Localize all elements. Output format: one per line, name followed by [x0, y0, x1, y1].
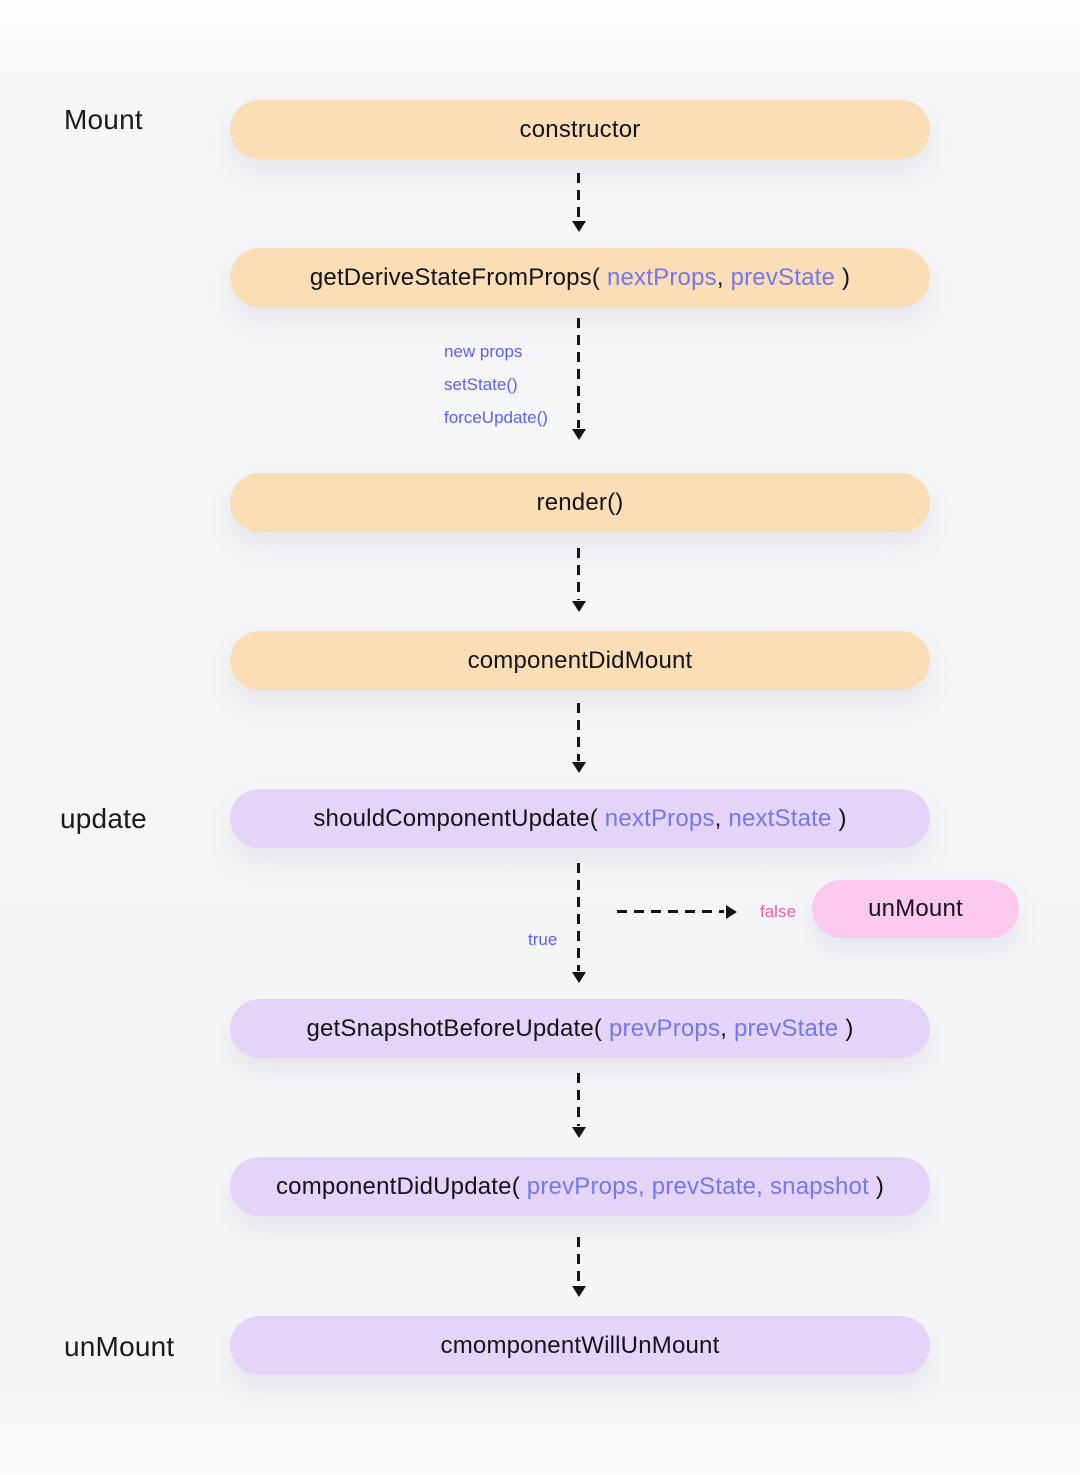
arrow-constructor-to-getderive: [572, 173, 586, 232]
arrow-false-branch-to-unmount: [617, 905, 737, 919]
annotation-set-state: setState(): [444, 375, 518, 394]
param-next-props: nextProps: [604, 804, 715, 832]
section-label-unmount: unMount: [64, 1331, 175, 1362]
pill-should-component-update: shouldComponentUpdate( nextProps, nextSt…: [230, 789, 930, 848]
annotation-false: false: [760, 902, 796, 921]
fn-name-text: shouldComponentUpdate(: [313, 804, 605, 832]
param-next-props: nextProps: [606, 263, 717, 291]
arrow-getderive-to-render: [572, 318, 586, 440]
fn-name-text: getDeriveStateFromProps(: [309, 263, 607, 291]
fn-name-text: componentDidUpdate(: [275, 1172, 527, 1200]
closing-paren: ): [868, 1172, 885, 1200]
arrow-getsnapshot-to-didupdate: [572, 1073, 586, 1138]
arrow-didmount-to-shouldupdate: [572, 703, 586, 773]
pill-render: render(): [230, 473, 930, 532]
section-label-update: update: [60, 803, 147, 834]
pill-unmount-branch: unMount: [812, 880, 1019, 938]
pill-unmount-branch-label: unMount: [868, 895, 963, 922]
pill-get-derive-state-from-props: getDeriveStateFromProps( nextProps, prev…: [230, 248, 930, 307]
pill-constructor: constructor: [230, 100, 930, 159]
param-prev-props: prevProps: [609, 1014, 721, 1042]
pill-component-will-unmount-label: cmomponentWillUnMount: [440, 1331, 720, 1359]
pill-component-did-update: componentDidUpdate( prevProps, prevState…: [230, 1157, 930, 1216]
pill-should-component-update-label: shouldComponentUpdate( nextProps, nextSt…: [313, 805, 846, 833]
fn-name-text: getSnapshotBeforeUpdate(: [306, 1014, 609, 1042]
annotation-true: true: [528, 930, 558, 949]
closing-paren: ): [838, 1014, 854, 1042]
param-prev-state: prevState: [733, 1014, 839, 1042]
pill-get-snapshot-before-update-label: getSnapshotBeforeUpdate( prevProps, prev…: [306, 1015, 853, 1043]
pill-component-will-unmount: cmomponentWillUnMount: [230, 1316, 930, 1375]
param-list: prevProps, prevState, snapshot: [526, 1172, 869, 1200]
pill-get-snapshot-before-update: getSnapshotBeforeUpdate( prevProps, prev…: [230, 999, 930, 1058]
param-separator: ,: [720, 1014, 734, 1042]
pill-component-did-update-label: componentDidUpdate( prevProps, prevState…: [276, 1173, 884, 1201]
section-label-mount: Mount: [64, 104, 143, 135]
arrow-render-to-didmount: [572, 548, 586, 612]
pill-get-derive-state-from-props-label: getDeriveStateFromProps( nextProps, prev…: [310, 264, 850, 292]
param-prev-state: prevState: [730, 263, 836, 291]
arrow-shouldupdate-to-getsnapshot: [572, 863, 586, 983]
closing-paren: ): [835, 263, 851, 291]
pill-component-did-mount-label: componentDidMount: [467, 646, 693, 674]
pill-constructor-label: constructor: [519, 115, 641, 143]
param-separator: ,: [714, 804, 729, 832]
arrow-didupdate-to-willunmount: [572, 1237, 586, 1297]
pill-render-label: render(): [536, 488, 624, 516]
annotation-force-update: forceUpdate(): [444, 408, 548, 427]
param-separator: ,: [716, 263, 731, 291]
closing-paren: ): [831, 804, 847, 832]
annotation-new-props: new props: [444, 342, 523, 361]
pill-component-did-mount: componentDidMount: [230, 631, 930, 690]
param-next-state: nextState: [728, 804, 832, 832]
